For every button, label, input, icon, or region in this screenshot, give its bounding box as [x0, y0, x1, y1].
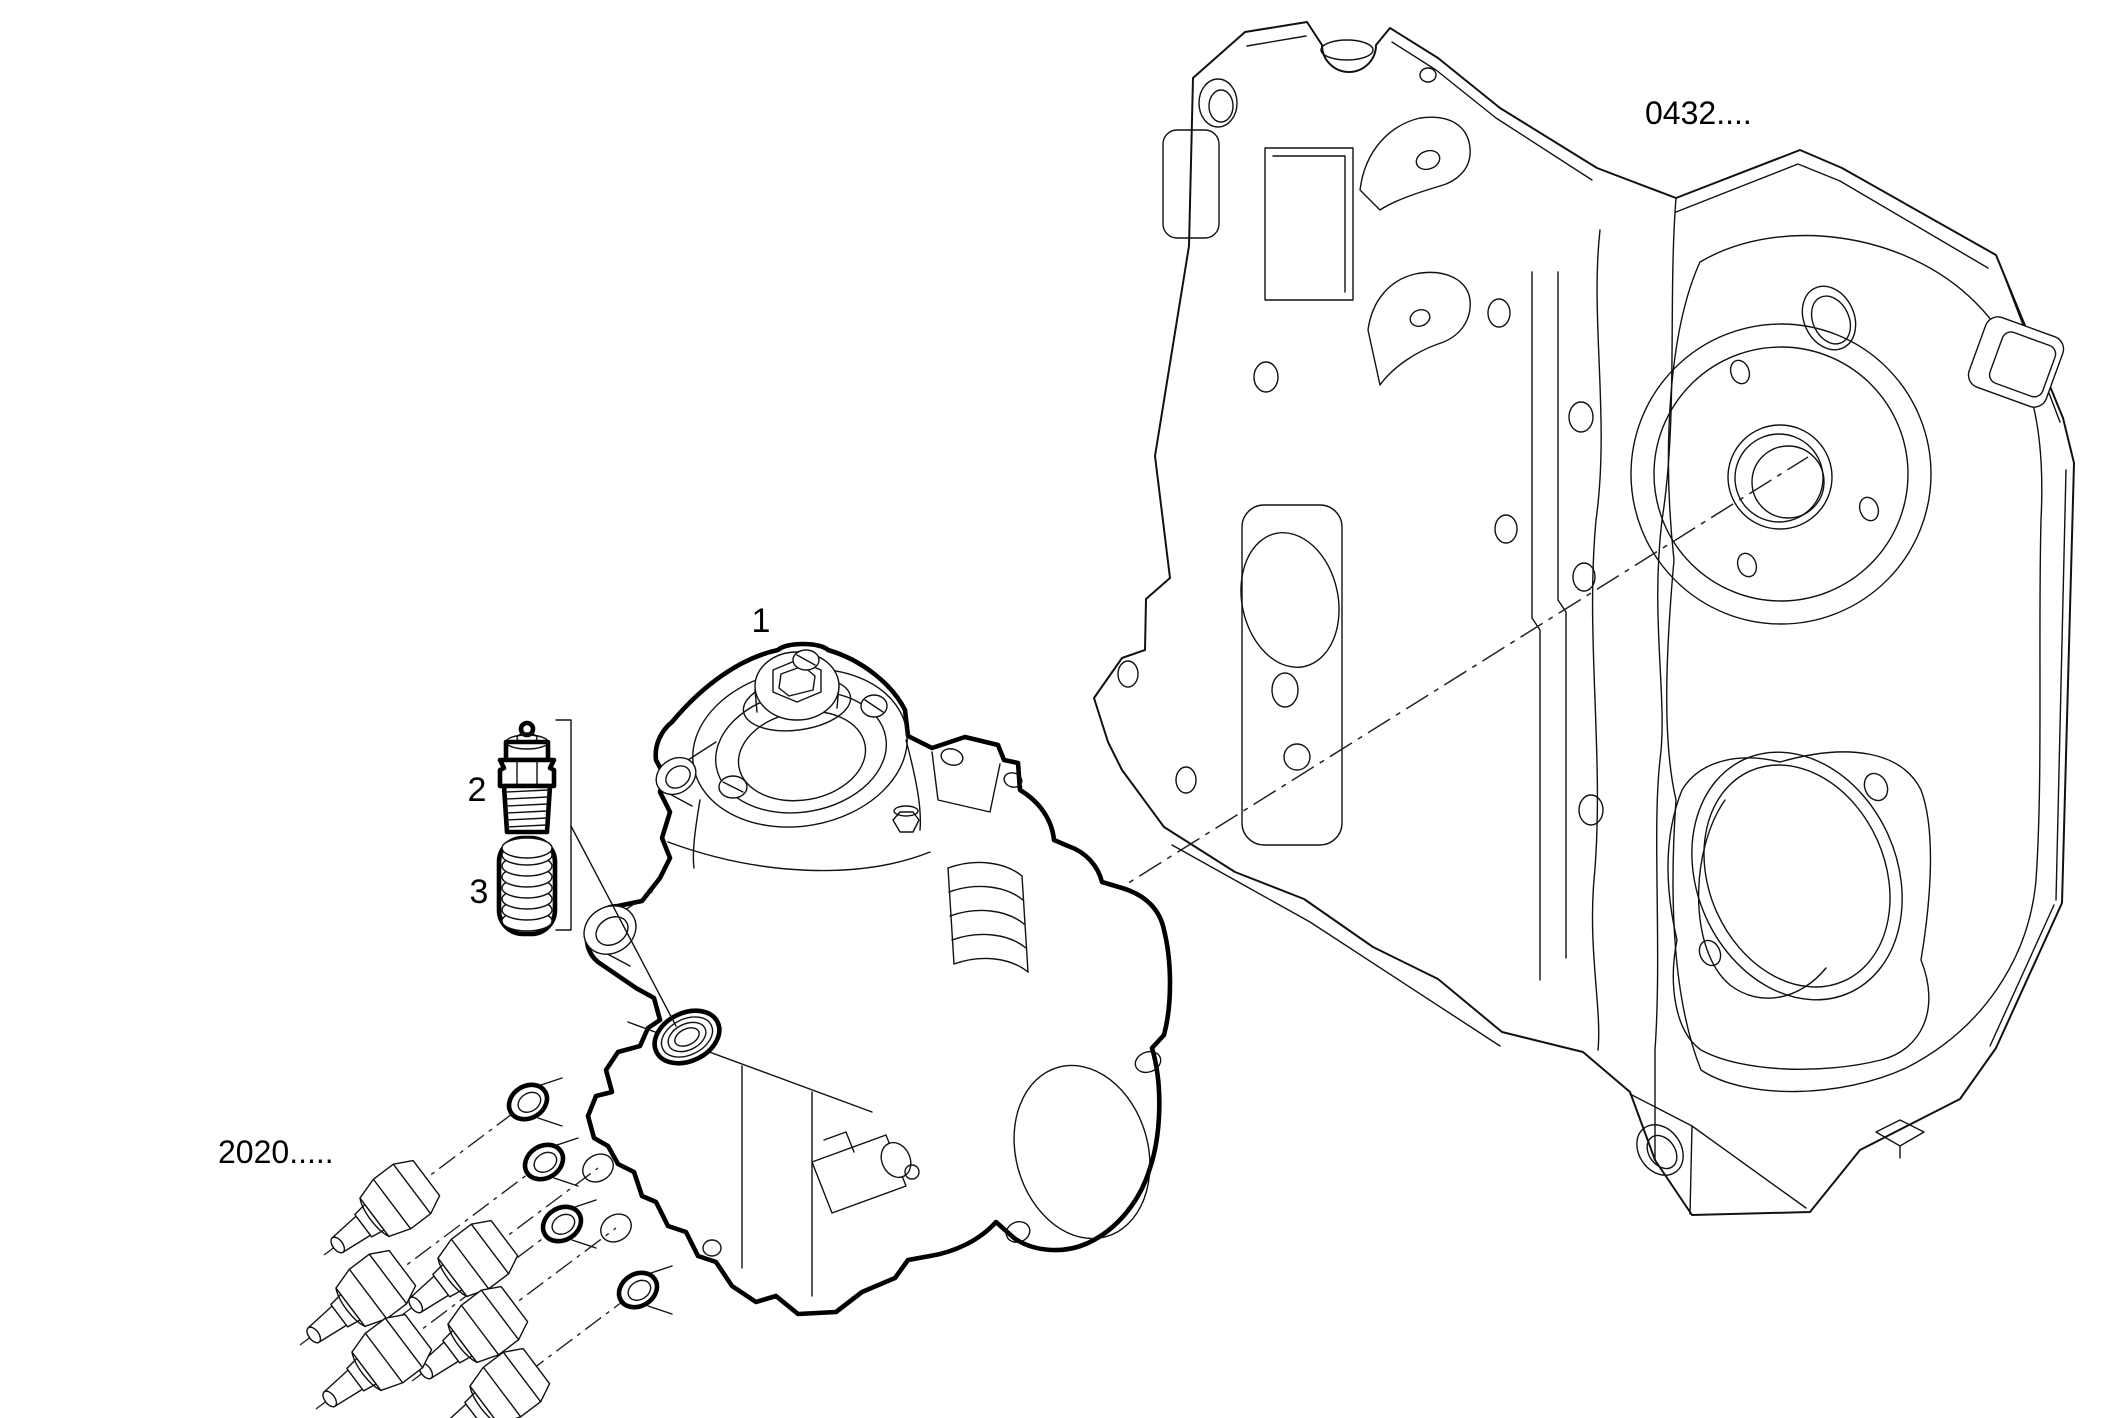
callout-bracket — [555, 719, 677, 1027]
cover-screws — [718, 649, 888, 799]
fuel-line-fittings-drawing — [290, 1152, 556, 1418]
governor-spring-lines — [947, 861, 1029, 973]
callout-2-valve: 2 — [468, 771, 487, 809]
callout-1-pump: 1 — [752, 602, 771, 640]
ref-gear-case-label: 0432.... — [1645, 95, 1752, 131]
injection-pump-drawing — [503, 641, 1173, 1314]
ref-fittings-label: 2020..... — [218, 1134, 334, 1170]
overflow-valve-drawing — [497, 720, 557, 835]
timing-gear-case-drawing — [1093, 21, 2075, 1216]
valve-threads — [505, 789, 549, 828]
callout-3-spring: 3 — [470, 873, 489, 911]
delivery-ports — [503, 1078, 672, 1314]
pump-axis-centerline — [1062, 456, 1809, 925]
spring-drawing — [496, 835, 558, 937]
